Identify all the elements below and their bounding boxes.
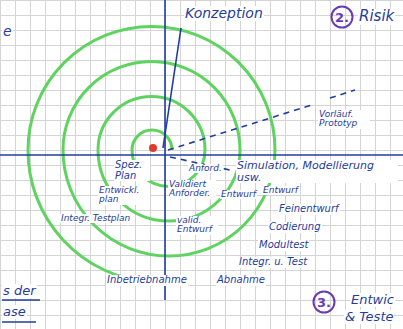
spiral-label: Konzeption [184, 6, 264, 21]
axes [0, 0, 403, 322]
center-dot [149, 144, 157, 152]
circled-number-text: 2. [330, 10, 354, 25]
spiral-label: Validiert Anforder. [168, 180, 216, 199]
circled-number-text: 3. [312, 295, 336, 310]
spiral-label: Entwurf [220, 190, 257, 199]
spiral-label: e [2, 24, 13, 39]
spiral-label: Spez. Plan [114, 160, 150, 181]
spiral-label: Feinentwurf [278, 204, 340, 215]
spiral-label: Inbetriebnahme [106, 275, 188, 286]
spiral-label: Abnahme [216, 275, 266, 286]
circled-number: 2. [330, 5, 354, 29]
circled-number: 3. [312, 290, 336, 314]
spiral-label: Integr. Testplan [60, 214, 131, 223]
spiral-label: Vorläuf. Prototyp [318, 110, 370, 129]
spiral-label: Simulation, Modellierung usw. [236, 160, 398, 183]
spiral-label: Entwic [350, 293, 395, 307]
spiral-label: Codierung [268, 222, 322, 233]
spiral-label: Modultest [258, 240, 309, 251]
spiral-label: Entwickl. plan [98, 186, 150, 205]
spiral-label: Integr. u. Test [238, 257, 308, 268]
spiral-label: Risik [358, 9, 395, 25]
spiral-label: ase [2, 305, 27, 319]
spiral-label: & Teste [344, 310, 394, 324]
spiral-label: Entwurf [262, 186, 299, 195]
spiral-label: s der [2, 284, 37, 298]
spiral-label: valid. Entwurf [176, 216, 218, 235]
spiral-label: Anford. [188, 164, 223, 173]
